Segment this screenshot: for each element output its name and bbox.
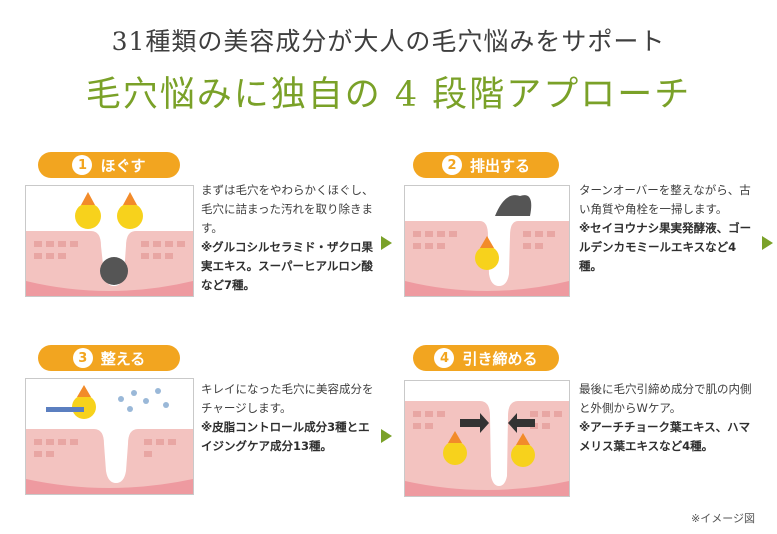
step-4-description: 最後に毛穴引締め成分で肌の内側と外側からWケア。 ※アーチチョーク葉エキス、ハマ… [579,382,752,453]
step-3-badge: 3 整える [38,345,180,371]
step-2-illustration [404,185,570,297]
step-number: 4 [434,348,455,368]
arrow-right-icon [762,236,773,250]
image-note: ※イメージ図 [691,512,755,525]
step-title: 引き締める [462,349,538,368]
step-title: 排出する [469,156,530,175]
headline-subtitle: 31種類の美容成分が大人の毛穴悩みをサポート [111,27,666,56]
arrow-right-icon [381,429,392,443]
step-number: 1 [72,155,93,175]
step-number: 3 [72,348,93,368]
arrow-right-icon [381,236,392,250]
step-3-illustration [25,378,194,495]
step-2-badge: 2 排出する [413,152,559,178]
step-4-badge: 4 引き締める [413,345,559,371]
headline-title: 毛穴悩みに独自の 4 段階アプローチ [85,75,692,115]
step-2-description: ターンオーバーを整えながら、古い角質や角栓を一掃します。 ※セイヨウナシ果実発酵… [579,183,752,273]
step-1-badge: 1 ほぐす [38,152,180,178]
step-3-description: キレイになった毛穴に美容成分をチャージします。 ※皮脂コントロール成分3種とエイ… [201,382,374,453]
step-1-description: まずは毛穴をやわらかくほぐし、毛穴に詰まった汚れを取り除きます。 ※グルコシルセ… [201,183,374,292]
step-title: ほぐす [100,156,146,175]
step-number: 2 [441,155,462,175]
step-1-illustration [25,185,194,297]
step-title: 整える [100,349,146,368]
step-4-illustration [404,380,570,497]
